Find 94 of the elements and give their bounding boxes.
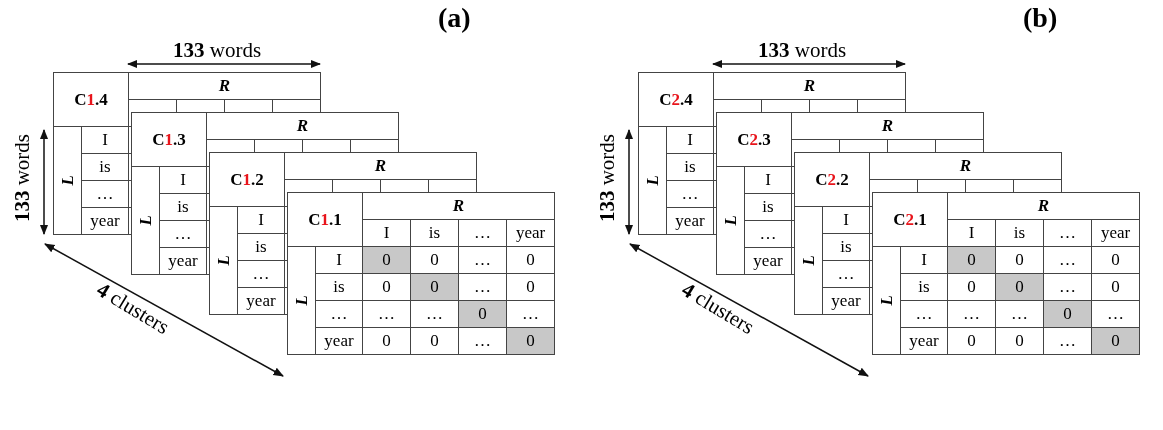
row-header-label: is bbox=[822, 233, 870, 261]
row-header-label: … bbox=[159, 220, 207, 248]
row-header-label: … bbox=[822, 260, 870, 288]
matrix-title: C2.2 bbox=[794, 152, 870, 207]
column-header-label: … bbox=[1043, 219, 1092, 247]
panel-label: (a) bbox=[438, 2, 471, 34]
row-header-label: … bbox=[315, 300, 363, 328]
column-header-label: year bbox=[1091, 219, 1140, 247]
matrix-title: C1.3 bbox=[131, 112, 207, 167]
row-header-label: year bbox=[744, 247, 792, 275]
column-header-label: … bbox=[458, 219, 507, 247]
row-header-label: is bbox=[666, 153, 714, 181]
matrix-title: C2.1 bbox=[872, 192, 948, 247]
column-axis-label: R bbox=[869, 152, 1062, 180]
cell-value: … bbox=[410, 300, 459, 328]
matrix-title: C2.4 bbox=[638, 72, 714, 127]
row-header-label: is bbox=[744, 193, 792, 221]
row-header-label: is bbox=[159, 193, 207, 221]
row-axis-label: L bbox=[720, 215, 741, 226]
row-header-label: year bbox=[81, 207, 129, 235]
cell-value: 0 bbox=[410, 327, 459, 355]
row-header-label: is bbox=[315, 273, 363, 301]
row-axis-label: L bbox=[57, 175, 78, 186]
cell-value: … bbox=[1043, 273, 1092, 301]
matrix-title: C1.2 bbox=[209, 152, 285, 207]
cell-value: 0 bbox=[995, 327, 1044, 355]
row-axis-label: L bbox=[642, 175, 663, 186]
row-header-label: I bbox=[237, 206, 285, 234]
column-axis-label: R bbox=[713, 72, 906, 100]
row-header-label: year bbox=[666, 207, 714, 235]
row-header-label: I bbox=[81, 126, 129, 154]
column-axis-label: R bbox=[791, 112, 984, 140]
row-axis-label: L bbox=[876, 295, 897, 306]
dimension-label: 133 words bbox=[595, 134, 620, 223]
column-header-label: I bbox=[947, 219, 996, 247]
row-header-label: I bbox=[744, 166, 792, 194]
cell-value: … bbox=[362, 300, 411, 328]
cell-value: 0 bbox=[506, 273, 555, 301]
column-axis-label: R bbox=[362, 192, 555, 220]
matrix-title: C1.4 bbox=[53, 72, 129, 127]
cell-value: 0 bbox=[362, 273, 411, 301]
row-header-label: I bbox=[666, 126, 714, 154]
cell-value: … bbox=[458, 273, 507, 301]
row-header-label: … bbox=[81, 180, 129, 208]
cell-value: … bbox=[995, 300, 1044, 328]
column-axis-label: R bbox=[128, 72, 321, 100]
cell-value: 0 bbox=[1091, 273, 1140, 301]
cell-value: 0 bbox=[410, 246, 459, 274]
matrix-title: C2.3 bbox=[716, 112, 792, 167]
cell-value: … bbox=[947, 300, 996, 328]
row-header-label: year bbox=[159, 247, 207, 275]
cell-value: … bbox=[1043, 327, 1092, 355]
row-header-label: year bbox=[900, 327, 948, 355]
row-header-label: is bbox=[81, 153, 129, 181]
dimension-label: 133 words bbox=[173, 38, 262, 63]
cell-value: … bbox=[506, 300, 555, 328]
row-axis-label: L bbox=[291, 295, 312, 306]
dimension-label: 133 words bbox=[10, 134, 35, 223]
cell-value: 0 bbox=[947, 327, 996, 355]
cell-value: 0 bbox=[1091, 246, 1140, 274]
row-header-label: I bbox=[315, 246, 363, 274]
column-axis-label: R bbox=[284, 152, 477, 180]
row-header-label: I bbox=[822, 206, 870, 234]
column-header-label: I bbox=[362, 219, 411, 247]
cell-value: … bbox=[1043, 246, 1092, 274]
row-header-label: I bbox=[159, 166, 207, 194]
cell-value: 0 bbox=[506, 246, 555, 274]
cell-value: 0 bbox=[947, 273, 996, 301]
row-header-label: year bbox=[237, 287, 285, 315]
row-header-label: … bbox=[666, 180, 714, 208]
dimension-label: 133 words bbox=[758, 38, 847, 63]
cell-value: 0 bbox=[995, 246, 1044, 274]
panel-label: (b) bbox=[1023, 2, 1058, 34]
cell-value: 0 bbox=[362, 327, 411, 355]
row-header-label: is bbox=[900, 273, 948, 301]
column-axis-label: R bbox=[206, 112, 399, 140]
row-header-label: year bbox=[315, 327, 363, 355]
row-header-label: I bbox=[900, 246, 948, 274]
row-header-label: … bbox=[744, 220, 792, 248]
row-axis-label: L bbox=[213, 255, 234, 266]
cell-value: … bbox=[1091, 300, 1140, 328]
column-axis-label: R bbox=[947, 192, 1140, 220]
row-header-label: … bbox=[900, 300, 948, 328]
row-header-label: … bbox=[237, 260, 285, 288]
row-axis-label: L bbox=[798, 255, 819, 266]
column-header-label: is bbox=[995, 219, 1044, 247]
row-header-label: is bbox=[237, 233, 285, 261]
cell-value: … bbox=[458, 246, 507, 274]
cell-value: … bbox=[458, 327, 507, 355]
column-header-label: is bbox=[410, 219, 459, 247]
row-header-label: year bbox=[822, 287, 870, 315]
matrix-title: C1.1 bbox=[287, 192, 363, 247]
column-header-label: year bbox=[506, 219, 555, 247]
row-axis-label: L bbox=[135, 215, 156, 226]
